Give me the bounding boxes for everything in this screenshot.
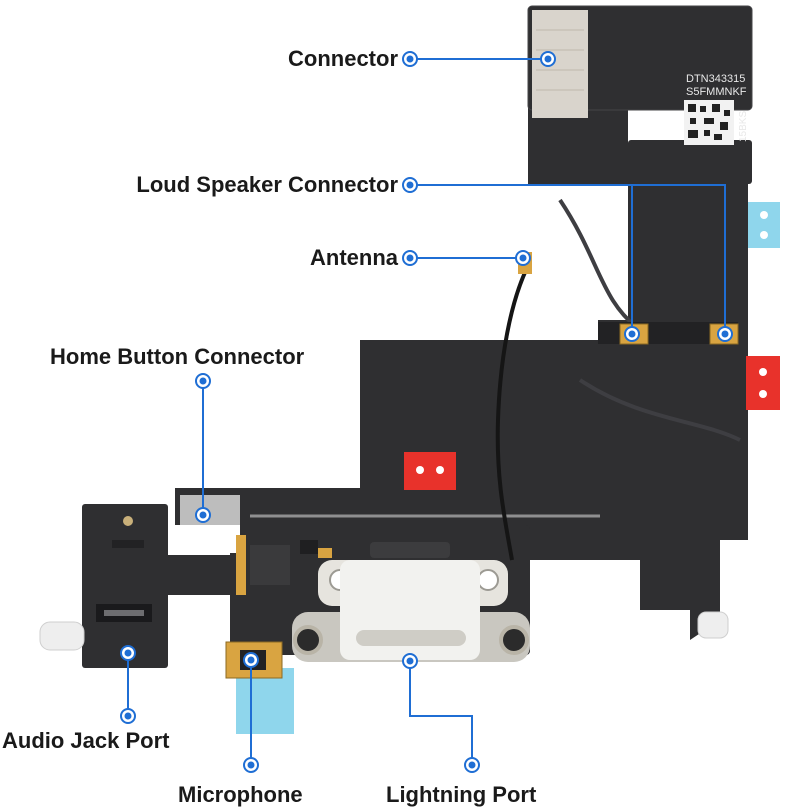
board-marking-line1: DTN343315: [686, 73, 745, 85]
blue-tab-microphone: [236, 668, 294, 734]
label-lightning-port: Lightning Port: [386, 782, 537, 807]
audio-jack-part: [96, 516, 152, 622]
part-labels: Connector Loud Speaker Connector Antenna…: [2, 46, 537, 807]
board-components: [236, 535, 332, 595]
white-tab-right: [697, 611, 729, 639]
label-connector: Connector: [288, 46, 398, 71]
lightning-port-part: [292, 542, 530, 662]
red-tab-right: [746, 356, 780, 410]
home-button-pad: [180, 495, 240, 525]
board-marking-line3: 15BKS: [738, 111, 749, 142]
label-home-button-connector: Home Button Connector: [50, 344, 305, 369]
label-antenna: Antenna: [310, 245, 399, 270]
leader-lines: [127, 58, 726, 765]
label-audio-jack-port: Audio Jack Port: [2, 728, 170, 753]
label-loud-speaker-connector: Loud Speaker Connector: [136, 172, 398, 197]
flex-highlights: [170, 198, 741, 553]
leader-dots: [120, 51, 733, 773]
speaker-pads: [598, 322, 739, 345]
top-connector-part: DTN343315 S5FMMNKF 15BKS: [532, 10, 749, 145]
adhesive-tabs: [39, 202, 780, 734]
board-marking-line2: S5FMMNKF: [686, 86, 747, 98]
blue-tab-right: [748, 202, 780, 248]
white-tab-left: [39, 621, 85, 651]
label-microphone: Microphone: [178, 782, 303, 807]
red-tab-middle: [404, 452, 456, 490]
